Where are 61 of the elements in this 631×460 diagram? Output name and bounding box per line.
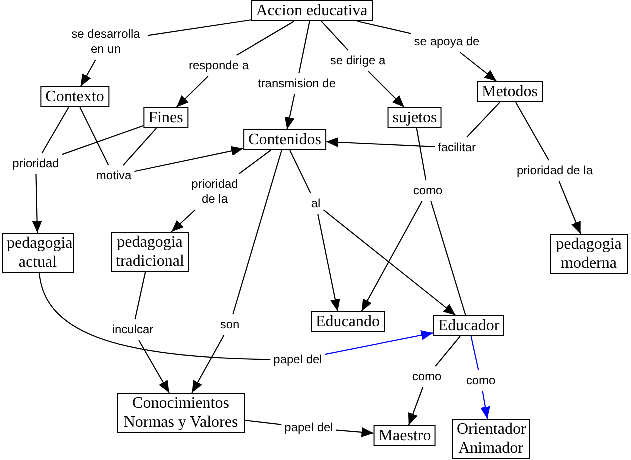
connector-line — [430, 201, 466, 316]
connector-line — [298, 21, 310, 74]
arrow — [558, 181, 582, 234]
connector-line — [290, 150, 312, 194]
connector-line — [123, 128, 157, 166]
connector-line — [416, 128, 427, 181]
linking-phrase: papel del — [274, 352, 322, 368]
concept-box: pedagogia moderna — [550, 234, 628, 274]
connector-line — [244, 420, 282, 426]
arrow — [408, 387, 424, 426]
arrow — [80, 60, 96, 87]
connector-line — [236, 21, 295, 56]
arrow — [325, 330, 434, 356]
connector-line — [321, 21, 349, 51]
concept-box: sujetos — [388, 108, 442, 128]
arrow — [460, 52, 498, 82]
linking-phrase: papel del — [284, 420, 334, 436]
arrow — [32, 174, 42, 234]
connector-line — [232, 150, 282, 315]
arrow — [361, 201, 423, 312]
connector-line — [435, 336, 461, 367]
connector-line — [62, 125, 144, 156]
arrow — [176, 76, 209, 108]
concept-box: Contexto — [40, 86, 110, 108]
concept-box: Educando — [311, 312, 385, 332]
concept-box: Educador — [433, 316, 505, 336]
connector-line — [134, 272, 146, 320]
linking-phrase: prioridad — [12, 156, 60, 172]
arrow — [336, 427, 374, 438]
connector-line — [39, 272, 271, 360]
concept-box: Conocimientos Normas y Valores — [117, 393, 245, 433]
connector-line — [358, 20, 412, 34]
connector-line — [42, 107, 70, 154]
arrow — [326, 138, 436, 148]
arrow — [192, 335, 225, 394]
connector-line — [148, 20, 252, 36]
linking-phrase: prioridad de la — [516, 164, 594, 178]
connector-line — [516, 102, 550, 161]
linking-phrase: responde a — [188, 58, 250, 74]
arrow — [138, 340, 170, 394]
connector-line — [466, 102, 500, 138]
concept-box: Fines — [144, 108, 188, 128]
linking-phrase: se dirige a — [330, 54, 386, 68]
concept-box: Contenidos — [244, 130, 326, 150]
arrow — [134, 146, 244, 172]
concept-box: Maestro — [374, 426, 436, 446]
connector-line — [238, 150, 272, 174]
arrow — [480, 391, 490, 420]
arrow — [323, 210, 456, 316]
linking-phrase: se apoya de — [414, 34, 480, 50]
concept-box: Orientador Animador — [452, 419, 530, 459]
arrow — [284, 94, 296, 130]
concept-box: Accion educativa — [251, 0, 373, 22]
arrow — [368, 71, 405, 108]
connector-line — [80, 107, 110, 166]
concept-box: pedagogia actual — [2, 233, 74, 273]
concept-box: pedagogia tradicional — [111, 232, 189, 272]
connector-line — [470, 336, 480, 371]
arrow — [318, 214, 340, 312]
concept-box: Metodos — [477, 82, 543, 102]
arrow — [171, 210, 196, 232]
